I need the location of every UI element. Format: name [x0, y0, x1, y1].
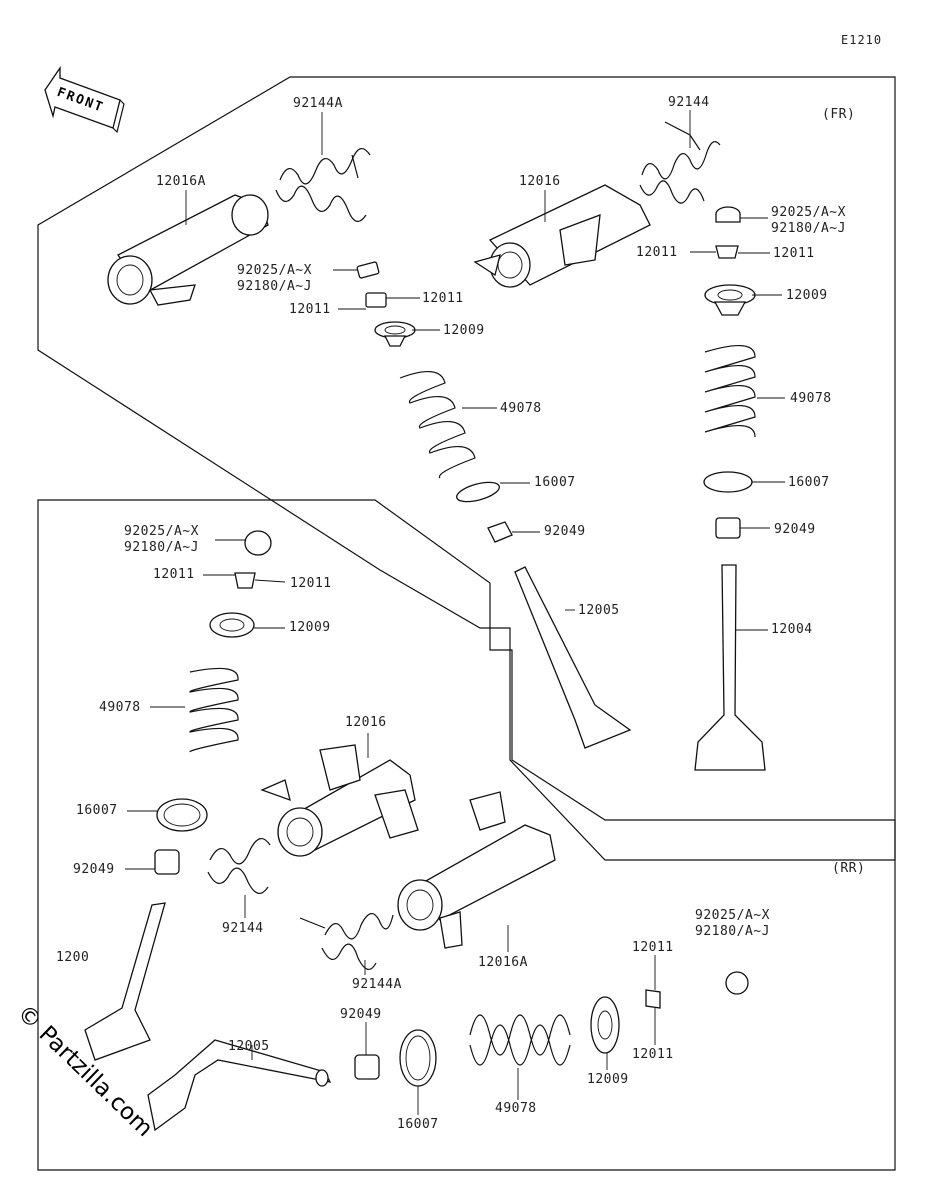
part-label: 12009 [289, 620, 331, 635]
fr-l-seat-icon [455, 481, 501, 503]
rr-rocker-arm-icon [260, 744, 419, 857]
part-label: 12011 [632, 940, 674, 955]
rr-r-retainer-icon [590, 996, 620, 1054]
part-label: 1200 [56, 950, 90, 965]
fr-r-spring-icon [704, 344, 756, 438]
part-label: 92049 [73, 862, 115, 877]
part-label: 16007 [788, 475, 830, 490]
fr-r-retainer-icon [704, 284, 756, 316]
part-label: 92144 [222, 921, 264, 936]
rr-r-cotter-icon [645, 989, 661, 1009]
part-label: 49078 [495, 1101, 537, 1116]
part-label: 12004 [771, 622, 813, 637]
rr-l-retainer-icon [209, 612, 255, 638]
rr-rocker-a-icon [397, 791, 556, 949]
part-label: 92144A [293, 96, 343, 111]
part-label: 12009 [786, 288, 828, 303]
rr-section-outline [37, 499, 896, 1171]
part-label: 49078 [99, 700, 141, 715]
fr-rocker-arm-icon [473, 184, 651, 288]
rr-r-cap-icon [725, 971, 749, 995]
part-label: 12011 [422, 291, 464, 306]
part-label: 12005 [228, 1039, 270, 1054]
part-label: 16007 [76, 803, 118, 818]
fr-l-spring-icon [399, 371, 476, 479]
fr-r-cotter-icon [715, 245, 739, 259]
fr-l-cotter-icon [365, 292, 387, 308]
rr-valve-icon [147, 1039, 332, 1132]
fr-r-seal-icon [715, 517, 741, 539]
part-label: 49078 [500, 401, 542, 416]
part-label: 12011 [773, 246, 815, 261]
diagram-code: E1210 [841, 33, 883, 47]
rr-r-spring-icon [469, 1014, 571, 1066]
part-label: 12009 [443, 323, 485, 338]
fr-l-seal-icon [487, 521, 513, 543]
leader-lines [125, 110, 785, 1115]
part-label: 12011 [632, 1047, 674, 1062]
part-label: 92025/A~X [695, 908, 770, 923]
part-label: 12016A [156, 174, 206, 189]
part-label: 92049 [340, 1007, 382, 1022]
rr-l-valve-icon [84, 902, 166, 1061]
rr-l-rocker-spring-icon [207, 838, 271, 894]
part-label: 12009 [587, 1072, 629, 1087]
part-label: 12011 [636, 245, 678, 260]
part-label: 16007 [397, 1117, 439, 1132]
section-label-fr: (FR) [822, 107, 856, 122]
part-label: 12011 [290, 576, 332, 591]
fr-spring-92144-icon [639, 121, 721, 204]
part-label: 92180/A~J [695, 924, 770, 939]
rr-l-cap-icon [244, 530, 272, 556]
rr-l-seat-icon [156, 798, 208, 832]
rr-rocker-spring-a-icon [299, 913, 394, 970]
fr-l-cap-icon [356, 261, 380, 279]
fr-r-seat-icon [703, 471, 753, 493]
fr-r-cap-icon [715, 206, 741, 223]
part-label: 12005 [578, 603, 620, 618]
rr-l-seal-icon [154, 849, 180, 875]
part-label: 12016 [519, 174, 561, 189]
part-label: 92180/A~J [771, 221, 846, 236]
part-label: 92025/A~X [771, 205, 846, 220]
rr-r-seal-icon [354, 1054, 380, 1080]
rr-r-seat-icon [399, 1029, 437, 1087]
part-label: 92025/A~X [237, 263, 312, 278]
part-label: 16007 [534, 475, 576, 490]
part-label: 12016 [345, 715, 387, 730]
fr-spring-92144a-icon [275, 148, 371, 222]
part-label: 92025/A~X [124, 524, 199, 539]
fr-rocker-arm-a-icon [107, 194, 269, 306]
section-label-rr: (RR) [832, 861, 866, 876]
part-label: 92049 [774, 522, 816, 537]
part-label: 92144 [668, 95, 710, 110]
part-label: 49078 [790, 391, 832, 406]
part-label: 92144A [352, 977, 402, 992]
part-label: 92049 [544, 524, 586, 539]
part-label: 92180/A~J [124, 540, 199, 555]
part-label: 92180/A~J [237, 279, 312, 294]
part-label: 12011 [289, 302, 331, 317]
part-label: 12011 [153, 567, 195, 582]
rr-l-spring-icon [189, 667, 239, 753]
part-label: 12016A [478, 955, 528, 970]
fr-section-outline [37, 76, 896, 861]
fr-l-valve-icon [514, 566, 632, 749]
fr-r-valve-icon [694, 564, 766, 771]
rr-l-cotter-icon [234, 572, 256, 589]
front-arrow-icon [44, 65, 125, 134]
fr-l-retainer-icon [374, 321, 416, 347]
